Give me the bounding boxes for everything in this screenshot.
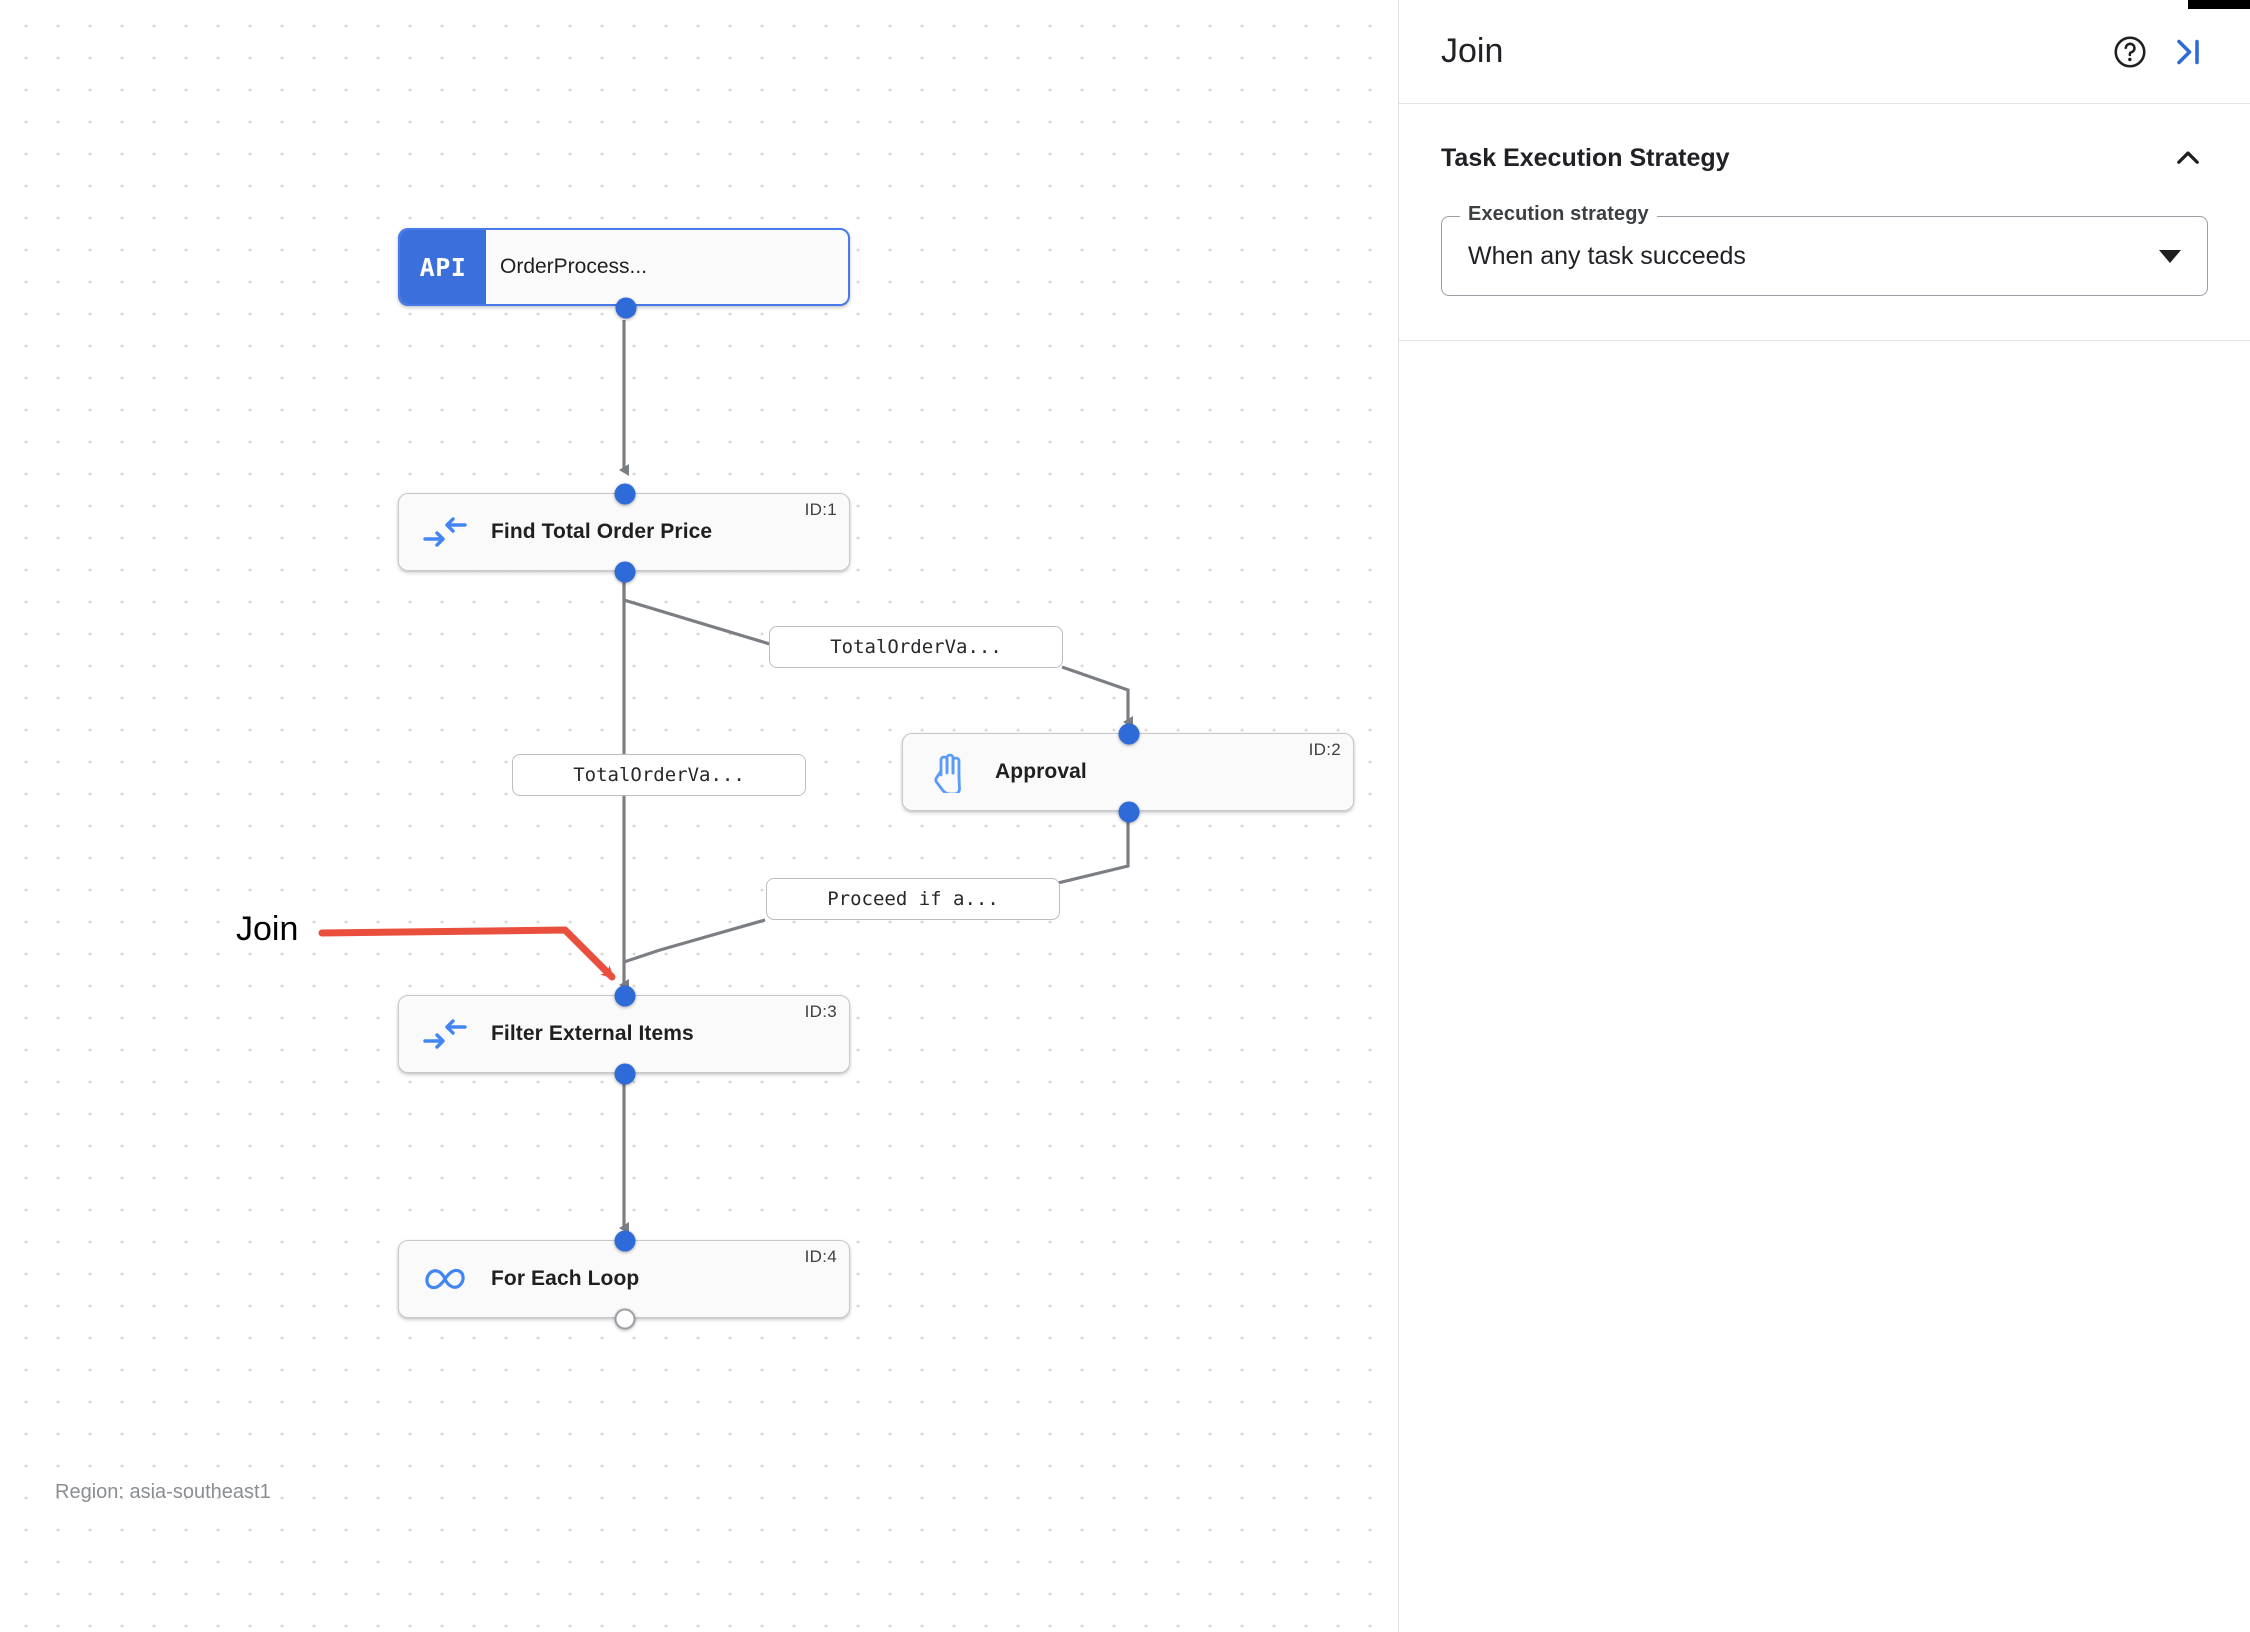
port-input-task3[interactable] [614, 985, 636, 1007]
port-output-task3[interactable] [614, 1063, 636, 1085]
section-header[interactable]: Task Execution Strategy [1441, 138, 2208, 178]
port-input-task2[interactable] [1118, 723, 1140, 745]
node-approval[interactable]: Approval ID:2 [902, 723, 1354, 823]
data-mapping-icon [399, 494, 491, 570]
panel-title: Join [1441, 32, 1504, 70]
edge-label-proceed-if-approved[interactable]: Proceed if a... [766, 878, 1060, 920]
chevron-up-icon[interactable] [2168, 138, 2208, 178]
node-title: OrderProcess... [500, 255, 648, 278]
infinity-icon [399, 1241, 491, 1317]
api-badge-icon: API [400, 230, 486, 304]
node-title: Approval [995, 760, 1087, 783]
node-title: For Each Loop [491, 1267, 640, 1290]
section-title: Task Execution Strategy [1441, 143, 1730, 172]
annotation-label: Join [236, 910, 299, 948]
port-input-task4[interactable] [614, 1230, 636, 1252]
collapse-panel-icon[interactable] [2162, 26, 2214, 78]
node-for-each-loop[interactable]: For Each Loop ID:4 [398, 1230, 850, 1330]
node-title: Find Total Order Price [491, 520, 713, 543]
port-input-task1[interactable] [614, 483, 636, 505]
window-edge-marker [2188, 0, 2250, 9]
data-mapping-icon [399, 996, 491, 1072]
edge-task1-to-task2-a [622, 572, 774, 647]
annotation-arrow [318, 926, 616, 981]
execution-strategy-value: When any task succeeds [1468, 241, 1746, 270]
edge-label-total-order-value-a[interactable]: TotalOrderVa... [769, 626, 1063, 668]
execution-strategy-label: Execution strategy [1460, 203, 1657, 226]
port-output-task4[interactable] [614, 1308, 636, 1330]
chevron-down-icon[interactable] [2159, 249, 2181, 263]
properties-panel: Join Task Execution Strategy [1398, 0, 2250, 1632]
help-circle-icon[interactable] [2104, 26, 2156, 78]
region-label: Region: asia-southeast1 [55, 1481, 271, 1503]
section-task-execution-strategy: Task Execution Strategy Execution strate… [1399, 104, 2250, 341]
node-find-total-order-price[interactable]: Find Total Order Price ID:1 [398, 483, 850, 583]
edge-label-total-order-value-b[interactable]: TotalOrderVa... [512, 754, 806, 796]
node-id-label: ID:4 [804, 1247, 837, 1266]
node-id-label: ID:3 [804, 1002, 837, 1021]
api-badge-text: API [419, 252, 467, 282]
port-output-api[interactable] [615, 297, 637, 319]
port-output-task1[interactable] [614, 561, 636, 583]
workflow-canvas[interactable]: Join API OrderProcess... F [0, 0, 1398, 1632]
execution-strategy-select[interactable]: Execution strategy When any task succeed… [1441, 203, 2208, 296]
node-id-label: ID:2 [1308, 740, 1341, 759]
node-title: Filter External Items [491, 1022, 694, 1045]
panel-header: Join [1399, 0, 2250, 104]
hand-raised-icon [903, 734, 995, 810]
node-api-trigger[interactable]: API OrderProcess... [398, 228, 850, 319]
node-id-label: ID:1 [804, 500, 837, 519]
port-output-task2[interactable] [1118, 801, 1140, 823]
edge-task1-to-task2-b [1061, 665, 1133, 728]
node-filter-external-items[interactable]: Filter External Items ID:3 [398, 985, 850, 1085]
edge-task2-to-task3-b [623, 918, 766, 964]
